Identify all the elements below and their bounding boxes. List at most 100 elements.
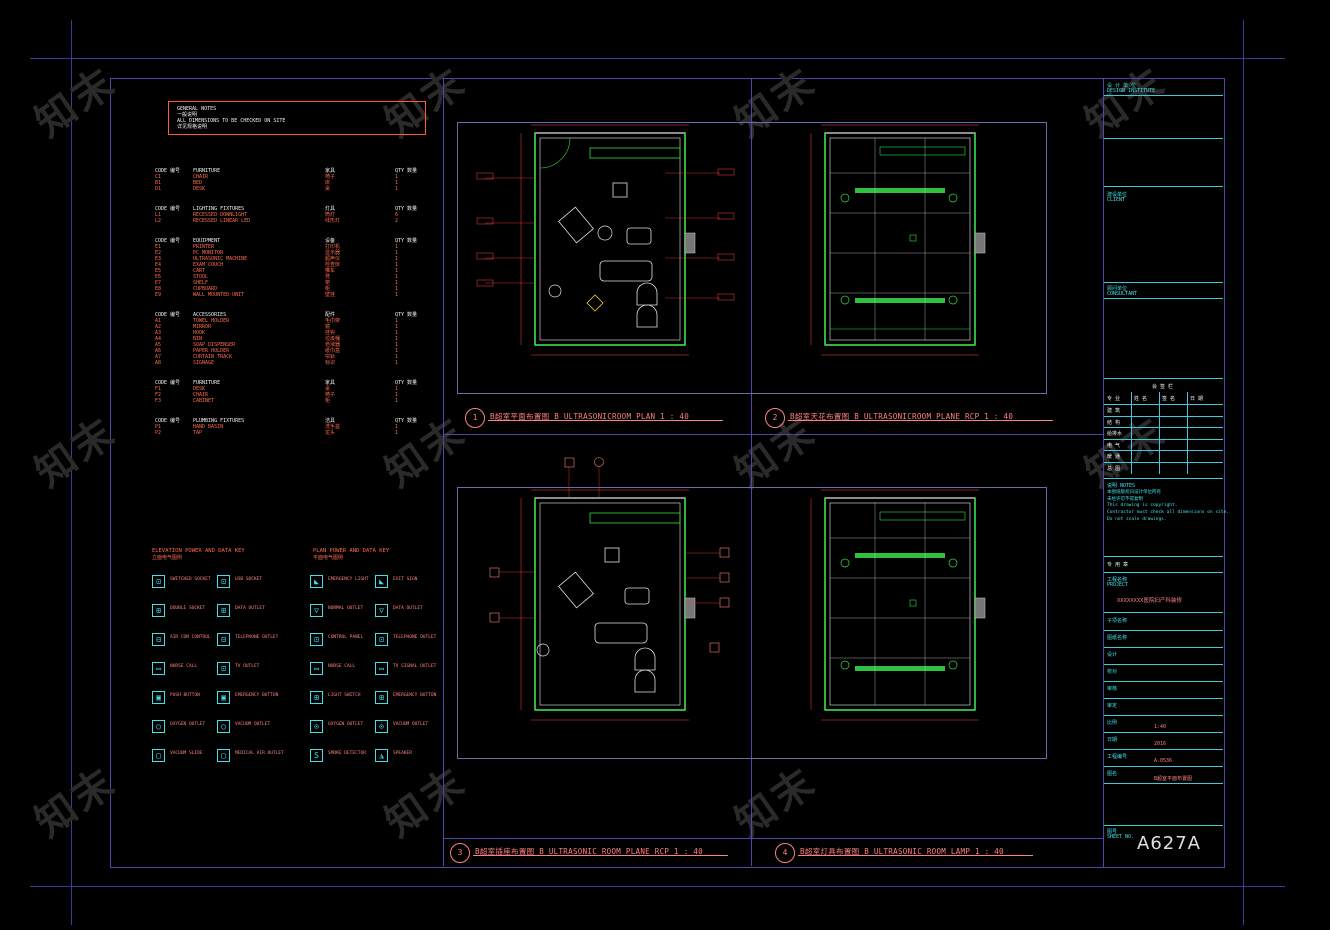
legend-cell: 1 bbox=[395, 292, 399, 298]
drawing-1-underline bbox=[488, 420, 723, 421]
drawing-bottom-divider bbox=[443, 838, 1103, 839]
legend-cell: RECESSED DOWNLIGHT bbox=[193, 212, 248, 218]
approval-col-header: 签 名 bbox=[1162, 396, 1176, 402]
legend-cell: BIN bbox=[193, 336, 203, 342]
legend-cell: 显示器 bbox=[325, 250, 341, 256]
tb-sheet-no-en: SHEET NO. bbox=[1107, 834, 1135, 840]
legend-cell: TOWEL HOLDER bbox=[193, 318, 230, 324]
legend-cell: QTY 数量 bbox=[395, 312, 418, 318]
legend-cell: 打印机 bbox=[325, 244, 341, 250]
legend-cell: EQUIPMENT bbox=[193, 238, 221, 244]
key-label: EMERGENCY BUTTON bbox=[393, 693, 437, 698]
tb-line-4 bbox=[1104, 282, 1223, 283]
tb-line-6 bbox=[1104, 378, 1223, 379]
tb-field-label: 图名 bbox=[1107, 771, 1118, 777]
legend-cell: D1 bbox=[155, 186, 162, 192]
legend-cell: CURTAIN TRACK bbox=[193, 354, 233, 360]
legend-cell: PAPER HOLDER bbox=[193, 348, 230, 354]
elevation-key-subtitle: 立面电气图例 bbox=[152, 555, 183, 561]
key-symbol-icon: ▢ bbox=[152, 749, 165, 762]
key-symbol-icon: ▭ bbox=[310, 662, 323, 675]
legend-cell: 1 bbox=[395, 262, 399, 268]
key-label: VACUUM OUTLET bbox=[235, 722, 271, 727]
drawing-2-number: 2 bbox=[765, 408, 785, 428]
tb-field-line bbox=[1104, 749, 1223, 750]
key-symbol-icon: ▭ bbox=[152, 662, 165, 675]
legend-cell: 洁具 bbox=[325, 418, 336, 424]
legend-cell: 标识 bbox=[325, 360, 336, 366]
key-label: CONTROL PANEL bbox=[328, 635, 364, 640]
key-label: EXIT SIGN bbox=[393, 577, 418, 582]
key-symbol-icon: ⊞ bbox=[310, 691, 323, 704]
legend-cell: A4 bbox=[155, 336, 162, 342]
legend-cell: QTY 数量 bbox=[395, 380, 418, 386]
legend-cell: LIGHTING FIXTURES bbox=[193, 206, 245, 212]
legend-cell: 设备 bbox=[325, 238, 336, 244]
tb-field-line bbox=[1104, 630, 1223, 631]
legend-cell: E4 bbox=[155, 262, 162, 268]
drawing-row-divider bbox=[443, 434, 1103, 435]
tb-note-line: 本图纸版权归设计单位所有 bbox=[1107, 490, 1161, 495]
legend-cell: CODE 编号 bbox=[155, 168, 181, 174]
legend-cell: 1 bbox=[395, 424, 399, 430]
legend-cell: 家具 bbox=[325, 168, 336, 174]
legend-cell: 1 bbox=[395, 286, 399, 292]
legend-cell: 龙头 bbox=[325, 430, 336, 436]
drawing-4-number: 4 bbox=[775, 843, 795, 863]
legend-cell: A5 bbox=[155, 342, 162, 348]
legend-cell: 桌 bbox=[325, 186, 331, 192]
tb-project-en: PROJECT bbox=[1107, 582, 1129, 588]
legend-cell: 1 bbox=[395, 342, 399, 348]
legend-cell: C1 bbox=[155, 174, 162, 180]
legend-cell: 洗手盆 bbox=[325, 424, 341, 430]
legend-cell: SHELF bbox=[193, 280, 209, 286]
tb-field-line bbox=[1104, 715, 1223, 716]
legend-cell: 1 bbox=[395, 324, 399, 330]
legend-cell: 皂液器 bbox=[325, 342, 341, 348]
key-label: EMERGENCY BUTTON bbox=[235, 693, 279, 698]
tb-line-10 bbox=[1104, 612, 1223, 613]
elevation-key-title: ELEVATION POWER AND DATA KEY bbox=[152, 548, 245, 554]
key-label: SWITCHED SOCKET bbox=[170, 577, 211, 582]
legend-cell: 柜 bbox=[325, 398, 331, 404]
key-label: SPEAKER bbox=[393, 751, 412, 756]
key-symbol-icon: ▣ bbox=[217, 691, 230, 704]
key-label: LIGHT SWITCH bbox=[328, 693, 361, 698]
tb-field-label: 审定 bbox=[1107, 703, 1118, 709]
key-label: DOUBLE SOCKET bbox=[170, 606, 206, 611]
legend-cell: L2 bbox=[155, 218, 162, 224]
key-symbol-icon: ▢ bbox=[217, 749, 230, 762]
approval-row-label: 结 构 bbox=[1107, 419, 1121, 426]
legend-cell: A8 bbox=[155, 360, 162, 366]
notes-line-2: 一般说明 bbox=[177, 112, 198, 118]
approval-row-line bbox=[1104, 415, 1223, 417]
approval-row-line bbox=[1104, 450, 1223, 451]
legend-cell: 1 bbox=[395, 280, 399, 286]
key-label: VACUUM SLIDE bbox=[170, 751, 203, 756]
sheet-number: A627A bbox=[1137, 833, 1201, 854]
legend-cell: 1 bbox=[395, 348, 399, 354]
tb-field-label: 图纸名称 bbox=[1107, 635, 1128, 641]
legend-cell: 筒灯 bbox=[325, 212, 336, 218]
legend-cell: 推车 bbox=[325, 268, 336, 274]
legend-cell: 1 bbox=[395, 186, 399, 192]
outer-frame-right bbox=[1243, 20, 1244, 925]
key-label: TV SIGNAL OUTLET bbox=[393, 664, 437, 669]
key-symbol-icon: ▽ bbox=[375, 604, 388, 617]
key-symbol-icon: ⊡ bbox=[217, 575, 230, 588]
legend-cell: 垃圾桶 bbox=[325, 336, 341, 342]
power-3-drawing bbox=[489, 457, 730, 721]
legend-cell: E9 bbox=[155, 292, 162, 298]
legend-cell: A2 bbox=[155, 324, 162, 330]
tb-sheet-no-label: 图号 bbox=[1107, 829, 1118, 835]
legend-cell: A7 bbox=[155, 354, 162, 360]
approval-header: 会 签 栏 bbox=[1152, 384, 1174, 390]
tb-field-line bbox=[1104, 732, 1223, 733]
legend-cell: QTY 数量 bbox=[395, 418, 418, 424]
tb-company-en: DESIGN INSTITUTE bbox=[1107, 88, 1156, 94]
key-symbol-icon: ◮ bbox=[375, 749, 388, 762]
legend-cell: 1 bbox=[395, 398, 399, 404]
approval-row-line bbox=[1104, 427, 1223, 428]
tb-field-label: 工程编号 bbox=[1107, 754, 1128, 760]
